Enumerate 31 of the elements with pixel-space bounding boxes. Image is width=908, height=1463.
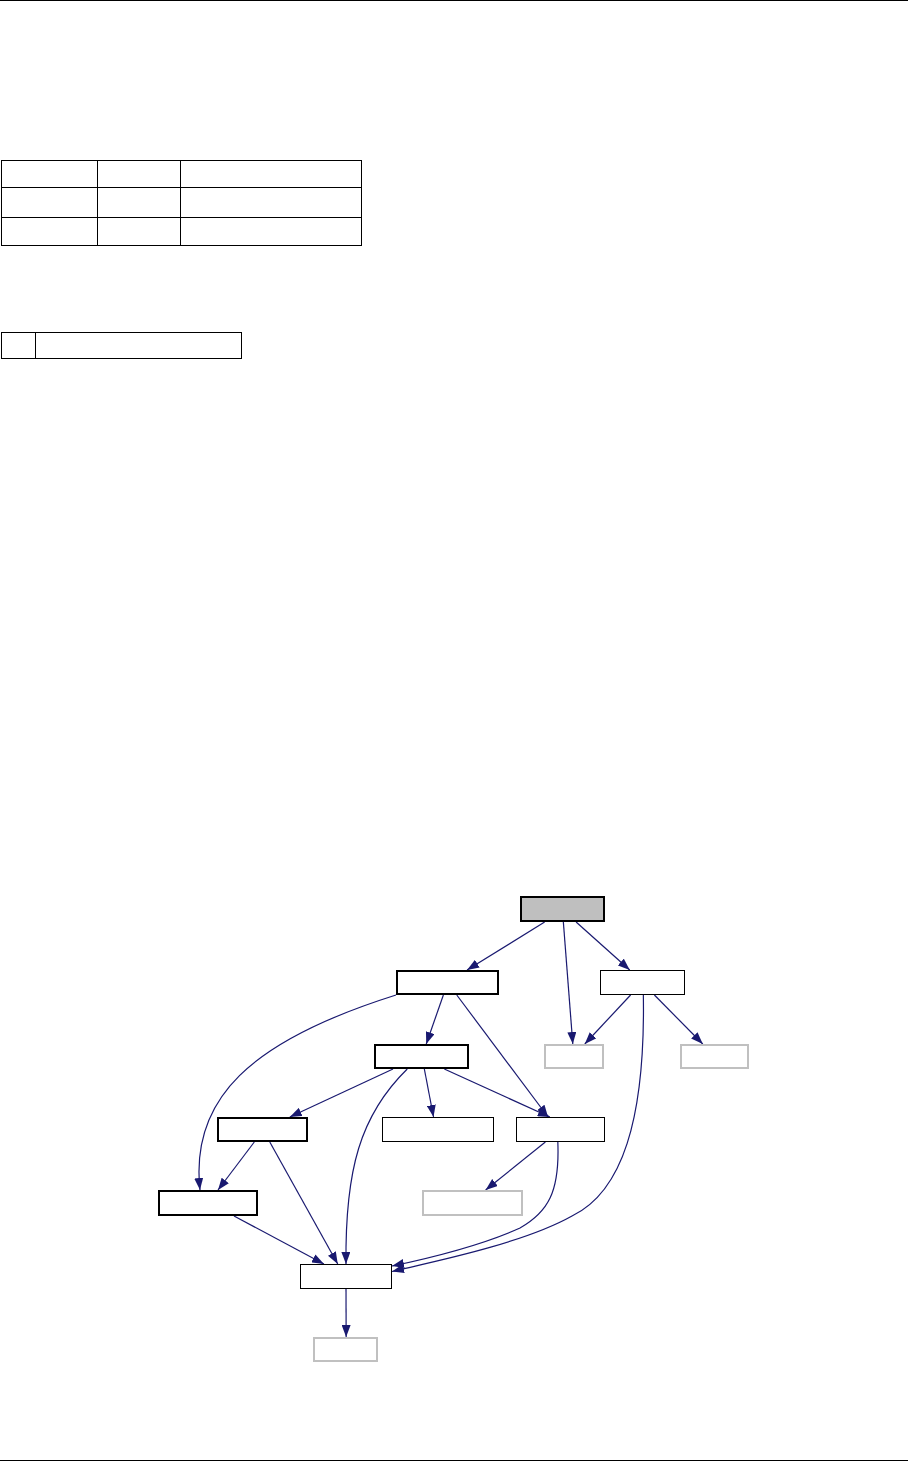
empty-box <box>374 1044 469 1069</box>
arrow <box>423 1068 436 1118</box>
empty-box <box>217 1117 308 1142</box>
arrow <box>466 921 546 971</box>
arrow <box>391 994 644 1274</box>
arrow <box>562 921 577 1045</box>
arrow <box>341 1288 351 1338</box>
empty-box <box>600 970 685 995</box>
arrow <box>443 1068 551 1118</box>
empty-box <box>300 1264 392 1289</box>
empty-box <box>396 970 499 995</box>
arrow <box>289 1068 394 1118</box>
filled-box <box>520 896 605 922</box>
arrow <box>391 1141 559 1268</box>
arrow <box>575 921 631 971</box>
faint-box <box>422 1190 523 1216</box>
arrow <box>194 994 397 1191</box>
faint-box <box>680 1044 749 1069</box>
empty-box <box>382 1117 494 1142</box>
arrow <box>485 1141 546 1191</box>
faint-box <box>313 1337 378 1362</box>
arrow <box>341 1068 408 1265</box>
empty-box <box>158 1190 258 1216</box>
empty-box <box>516 1117 605 1142</box>
arrow <box>425 994 444 1045</box>
faint-box <box>544 1044 604 1069</box>
arrow <box>653 994 704 1045</box>
arrow <box>269 1141 339 1265</box>
arrow <box>217 1141 255 1191</box>
arrow <box>233 1215 325 1265</box>
arrow <box>584 994 632 1045</box>
